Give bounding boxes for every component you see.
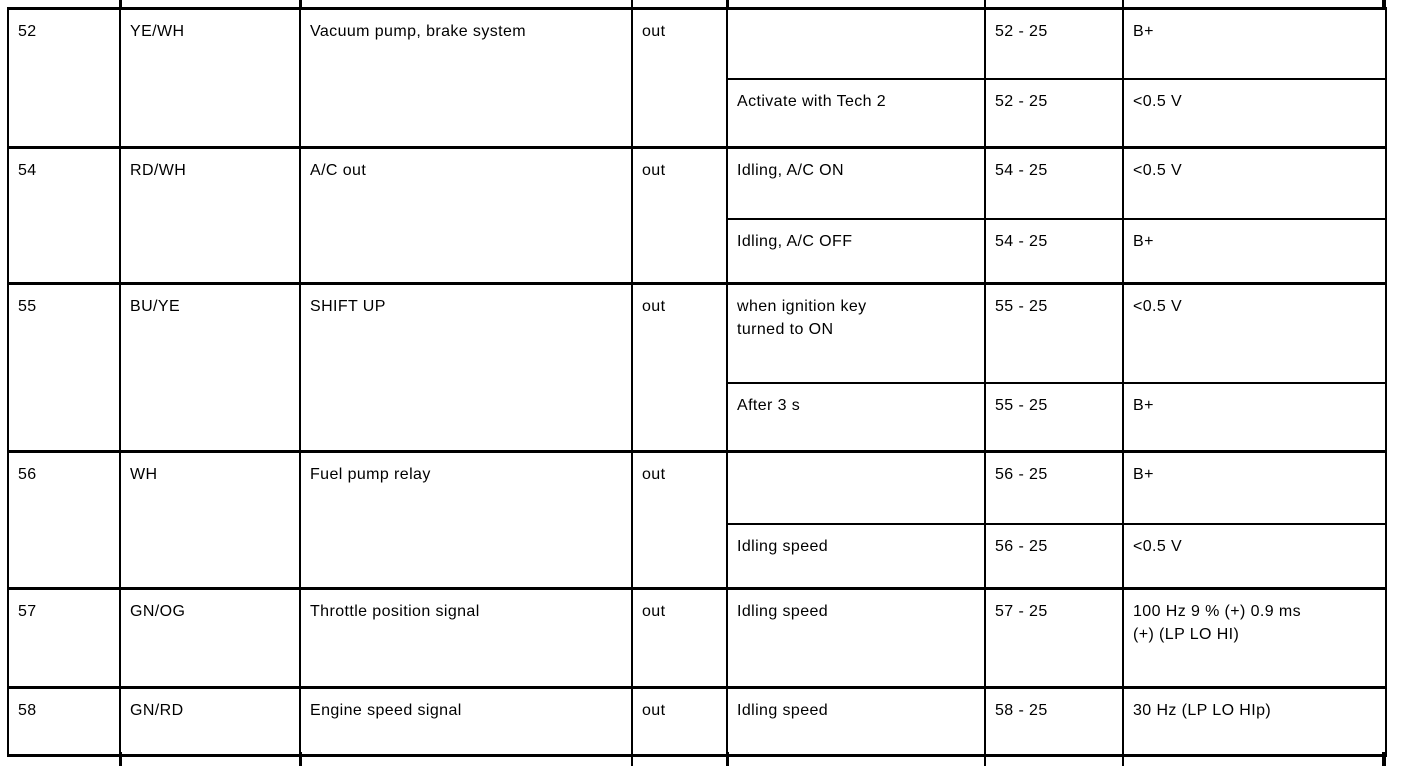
table-row: 54 RD/WH A/C out out Idling, A/C ON 54 -…: [7, 146, 1387, 285]
function-cell: SHIFT UP: [299, 282, 633, 453]
measure-points-cell: 55 - 25: [984, 381, 1124, 453]
measure-points-cell: 56 - 25: [984, 450, 1124, 525]
pin-cell: 56: [7, 450, 121, 590]
direction-cell: out: [631, 587, 728, 689]
function-cell: Fuel pump relay: [299, 450, 633, 590]
value-cell: B+: [1122, 450, 1387, 525]
direction-cell: out: [631, 7, 728, 149]
pin-cell: 55: [7, 282, 121, 453]
measure-points-cell: 56 - 25: [984, 522, 1124, 590]
column-grid-stub: [984, 0, 986, 9]
direction-cell: out: [631, 282, 728, 453]
column-grid-stub: [726, 752, 729, 766]
column-grid-stub: [119, 0, 122, 9]
value-cell: <0.5 V: [1122, 282, 1387, 384]
condition-cell: when ignition key turned to ON: [726, 282, 986, 384]
column-grid-stub: [726, 0, 729, 9]
condition-cell: Idling, A/C OFF: [726, 217, 986, 285]
table-row: Idling speed 56 - 25 <0.5 V: [8, 522, 1387, 590]
table-row: 58 GN/RD Engine speed signal out Idling …: [7, 686, 1387, 757]
table-row: 55 BU/YE SHIFT UP out when ignition key …: [7, 282, 1387, 453]
value-cell: 100 Hz 9 % (+) 0.9 ms (+) (LP LO HI): [1122, 587, 1387, 689]
direction-cell: out: [631, 450, 728, 590]
direction-cell: out: [631, 146, 728, 285]
measure-points-cell: 52 - 25: [984, 7, 1124, 80]
value-cell: B+: [1122, 381, 1387, 453]
condition-cell: After 3 s: [726, 381, 986, 453]
column-grid-stub: [631, 752, 633, 766]
value-cell: B+: [1122, 217, 1387, 285]
measure-points-cell: 58 - 25: [984, 686, 1124, 757]
column-grid-stub: [1382, 0, 1386, 9]
column-grid-stub: [1122, 0, 1124, 9]
table-row: 52 YE/WH Vacuum pump, brake system out 5…: [7, 7, 1387, 149]
condition-cell: Idling speed: [726, 686, 986, 757]
pin-cell: 52: [7, 7, 121, 149]
value-cell: <0.5 V: [1122, 146, 1387, 220]
column-grid-stub: [1382, 752, 1386, 766]
column-grid-stub: [119, 752, 122, 766]
wire-color-cell: GN/OG: [119, 587, 301, 689]
column-grid-stub: [984, 752, 986, 766]
function-cell: Vacuum pump, brake system: [299, 7, 633, 149]
column-grid-stub: [299, 0, 302, 9]
value-cell: <0.5 V: [1122, 522, 1387, 590]
condition-cell: Activate with Tech 2: [726, 77, 986, 149]
pin-signal-table: 52 YE/WH Vacuum pump, brake system out 5…: [7, 7, 1387, 757]
wire-color-cell: WH: [119, 450, 301, 590]
wire-color-cell: GN/RD: [119, 686, 301, 757]
pin-cell: 54: [7, 146, 121, 285]
function-cell: Engine speed signal: [299, 686, 633, 757]
wire-color-cell: RD/WH: [119, 146, 301, 285]
measure-points-cell: 54 - 25: [984, 217, 1124, 285]
value-cell: B+: [1122, 7, 1387, 80]
function-cell: Throttle position signal: [299, 587, 633, 689]
condition-cell: Idling speed: [726, 587, 986, 689]
condition-cell: Idling speed: [726, 522, 986, 590]
table-row: 56 WH Fuel pump relay out 56 - 25 B+: [7, 450, 1387, 590]
pin-cell: 57: [7, 587, 121, 689]
condition-cell: [726, 7, 986, 80]
table-row: Idling, A/C OFF 54 - 25 B+: [8, 217, 1387, 285]
measure-points-cell: 55 - 25: [984, 282, 1124, 384]
table-row: After 3 s 55 - 25 B+: [8, 381, 1387, 453]
direction-cell: out: [631, 686, 728, 757]
table-row: Activate with Tech 2 52 - 25 <0.5 V: [8, 77, 1387, 149]
pin-cell: 58: [7, 686, 121, 757]
wire-color-cell: YE/WH: [119, 7, 301, 149]
value-cell: 30 Hz (LP LO HIp): [1122, 686, 1387, 757]
condition-cell: Idling, A/C ON: [726, 146, 986, 220]
measure-points-cell: 52 - 25: [984, 77, 1124, 149]
column-grid-stub: [1122, 752, 1124, 766]
value-cell: <0.5 V: [1122, 77, 1387, 149]
measure-points-cell: 57 - 25: [984, 587, 1124, 689]
condition-cell: [726, 450, 986, 525]
column-grid-stub: [299, 752, 302, 766]
measure-points-cell: 54 - 25: [984, 146, 1124, 220]
wire-color-cell: BU/YE: [119, 282, 301, 453]
function-cell: A/C out: [299, 146, 633, 285]
column-grid-stub: [631, 0, 633, 9]
table-row: 57 GN/OG Throttle position signal out Id…: [7, 587, 1387, 689]
